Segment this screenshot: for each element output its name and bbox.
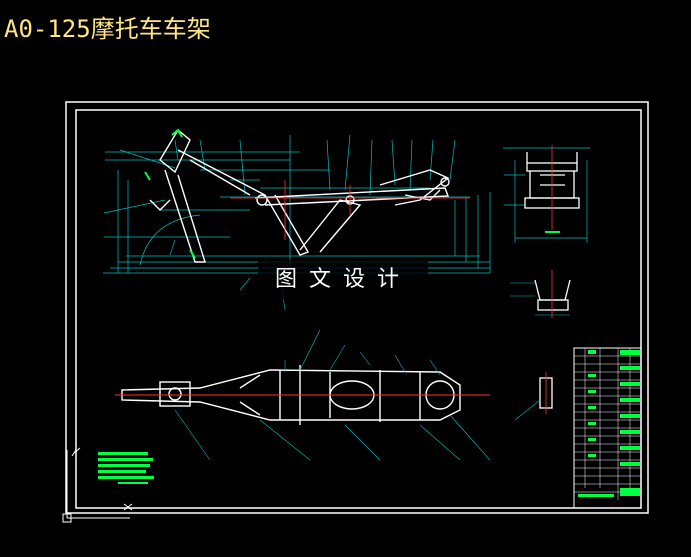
outer-sheet-border xyxy=(65,101,649,514)
side-view-centerlines xyxy=(230,180,470,240)
side-view-highlights xyxy=(144,128,196,259)
drawing-title: A0-125摩托车车架 xyxy=(4,15,211,43)
plan-view xyxy=(115,329,491,461)
parts-list-table xyxy=(573,347,642,509)
watermark-label: 图文设计 xyxy=(258,260,428,300)
detail-view-bracket xyxy=(510,270,571,318)
ucs-axis-icon xyxy=(62,447,133,523)
technical-notes-block xyxy=(98,452,154,484)
side-view-frame-tubes xyxy=(149,128,450,263)
front-view xyxy=(503,145,590,243)
detail-view-bushing xyxy=(514,372,553,421)
inner-sheet-border xyxy=(75,109,642,509)
